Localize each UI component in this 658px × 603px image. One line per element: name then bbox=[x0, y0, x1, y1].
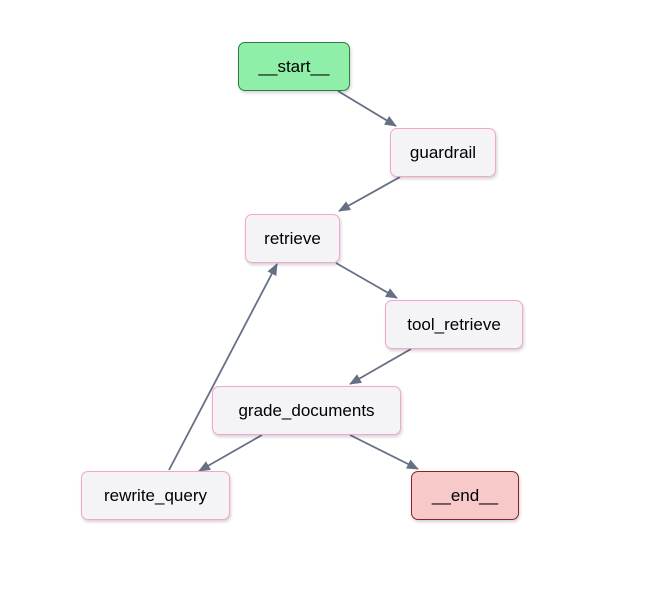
guardrail-node[interactable]: guardrail bbox=[390, 128, 496, 177]
tool-retrieve-node-label: tool_retrieve bbox=[407, 314, 501, 334]
edge-retrieve-to-tool-retrieve bbox=[335, 262, 398, 299]
edge-start-to-guardrail bbox=[337, 90, 397, 127]
grade-documents-node-label: grade_documents bbox=[238, 400, 375, 420]
guardrail-node-label: guardrail bbox=[409, 142, 477, 162]
retrieve-node-label: retrieve bbox=[264, 228, 321, 248]
start-node[interactable]: __start__ bbox=[238, 42, 350, 91]
edge-grade-documents-to-rewrite-query bbox=[198, 434, 263, 472]
grade-documents-node[interactable]: grade_documents bbox=[212, 386, 401, 435]
retrieve-node[interactable]: retrieve bbox=[245, 214, 340, 263]
rewrite-query-node-label: rewrite_query bbox=[104, 485, 207, 505]
edge-grade-documents-to-end bbox=[349, 434, 419, 470]
edge-guardrail-to-retrieve bbox=[338, 176, 401, 212]
rewrite-query-node[interactable]: rewrite_query bbox=[81, 471, 230, 520]
end-node-label: __end__ bbox=[431, 485, 499, 505]
end-node[interactable]: __end__ bbox=[411, 471, 519, 520]
start-node-label: __start__ bbox=[258, 56, 330, 76]
tool-retrieve-node[interactable]: tool_retrieve bbox=[385, 300, 523, 349]
edge-rewrite-query-to-retrieve bbox=[168, 263, 278, 471]
edge-tool-retrieve-to-grade-documents bbox=[349, 348, 412, 385]
